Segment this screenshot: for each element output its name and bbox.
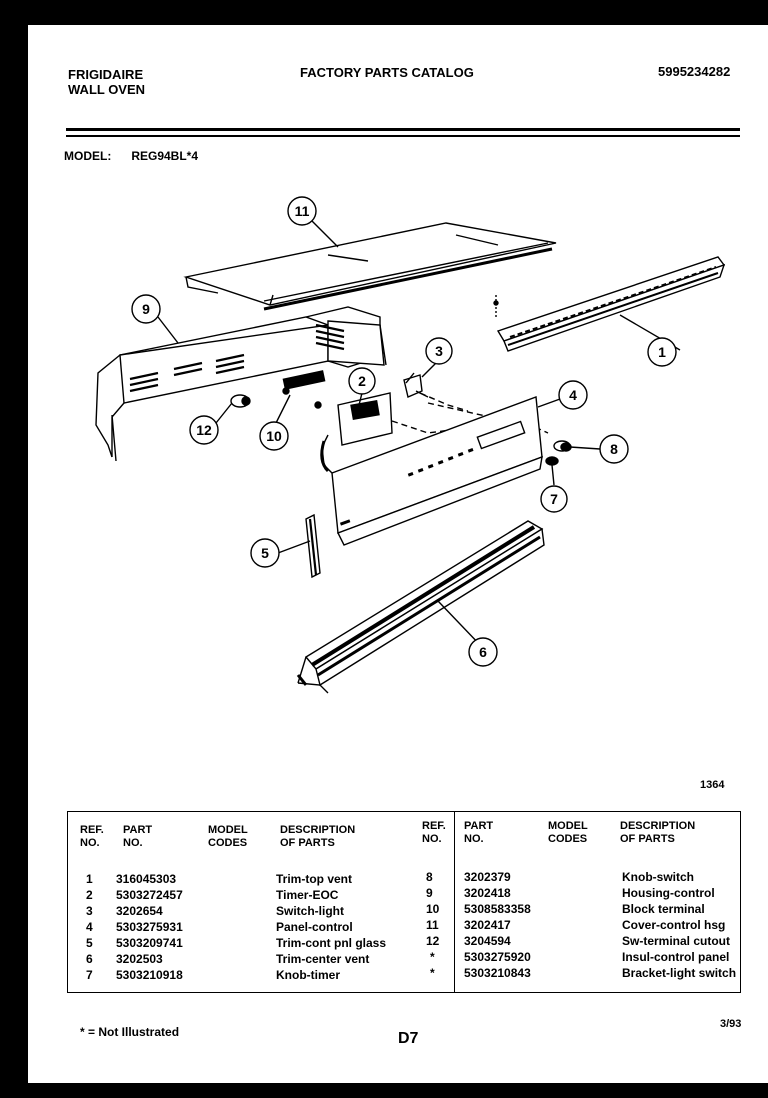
header-ref-no-right: REF. NO. <box>422 820 446 845</box>
part-panel-control <box>331 396 543 546</box>
row-ref-right: 9 <box>426 886 433 900</box>
row-desc-right: Block terminal <box>622 902 705 916</box>
row-ref: 3 <box>86 904 93 918</box>
row-part: 5303210918 <box>116 968 183 982</box>
header-model-codes: MODEL CODES <box>208 824 248 849</box>
row-desc: Knob-timer <box>276 968 340 982</box>
header-description: DESCRIPTION OF PARTS <box>280 824 356 849</box>
catalog-title: FACTORY PARTS CATALOG <box>300 65 474 80</box>
row-ref-right: 11 <box>426 918 439 932</box>
row-part-right: 5303275920 <box>464 950 531 964</box>
row-part: 5303272457 <box>116 888 183 902</box>
part-knob-switch <box>553 440 572 452</box>
row-part-right: 3202379 <box>464 870 511 884</box>
row-part-right: 3202417 <box>464 918 511 932</box>
row-part-right: 3202418 <box>464 886 511 900</box>
row-ref: 2 <box>86 888 93 902</box>
header-ref-no: REF. NO. <box>80 824 104 849</box>
part-trim-cont-pnl-glass <box>305 513 321 579</box>
parts-table: REF. NO. PART NO. MODEL CODES DESCRIPTIO… <box>67 811 741 993</box>
part-timer <box>314 392 393 474</box>
callout-7: 7 <box>550 491 558 507</box>
row-desc: Trim-top vent <box>276 872 353 886</box>
model-label: MODEL: <box>64 149 112 163</box>
row-part-right: 5303210843 <box>464 966 531 980</box>
callouts: 1 2 3 4 5 6 7 8 9 <box>131 196 681 667</box>
model-line: MODEL: REG94BL*4 <box>64 149 198 163</box>
header-rule-thick <box>66 128 740 131</box>
part-knob-timer <box>545 456 559 466</box>
parts-catalog-sheet: FRIGIDAIRE WALL OVEN FACTORY PARTS CATAL… <box>28 25 768 1083</box>
row-part-right: 3204594 <box>464 934 511 948</box>
brand-name: FRIGIDAIRE <box>68 67 144 82</box>
row-desc-right: Housing-control <box>622 886 715 900</box>
exploded-parts-diagram: 1 2 3 4 5 6 7 8 9 <box>95 196 726 694</box>
callout-3: 3 <box>435 343 443 359</box>
row-part: 3202503 <box>116 952 163 966</box>
part-sw-terminal-cutout <box>230 394 251 408</box>
callout-2: 2 <box>358 373 366 389</box>
row-ref: 5 <box>86 936 93 950</box>
part-switch-light <box>403 372 429 398</box>
row-part-right: 5308583358 <box>464 902 531 916</box>
row-part: 3202654 <box>116 904 163 918</box>
callout-1: 1 <box>658 344 666 360</box>
row-desc: Trim-cont pnl glass <box>276 936 387 950</box>
not-illustrated-note: * = Not Illustrated <box>80 1025 180 1039</box>
callout-11: 11 <box>295 203 310 219</box>
header-part-no: PART NO. <box>123 824 153 849</box>
row-desc: Panel-control <box>276 920 353 934</box>
part-trim-top-vent <box>493 256 726 352</box>
figure-number: 1364 <box>700 779 725 791</box>
row-desc: Timer-EOC <box>276 888 339 902</box>
row-desc-right: Sw-terminal cutout <box>622 934 731 948</box>
part-block-terminal <box>282 370 326 395</box>
product-name: WALL OVEN <box>68 82 146 97</box>
header-description-right: DESCRIPTION OF PARTS <box>620 820 696 845</box>
part-cover-control-housing <box>183 222 557 311</box>
row-desc: Switch-light <box>276 904 344 918</box>
row-desc: Trim-center vent <box>276 952 370 966</box>
row-desc-right: Cover-control hsg <box>622 918 726 932</box>
callout-8: 8 <box>610 441 618 457</box>
callout-10: 10 <box>266 428 282 444</box>
callout-5: 5 <box>261 545 269 561</box>
catalog-number: 5995234282 <box>658 64 731 79</box>
part-trim-center-vent <box>296 520 545 694</box>
header-part-no-right: PART NO. <box>464 820 494 845</box>
row-ref-right: * <box>430 966 435 980</box>
row-ref: 1 <box>86 872 93 886</box>
callout-9: 9 <box>142 301 150 317</box>
row-desc-right: Bracket-light switch <box>622 966 737 980</box>
row-ref-right: 10 <box>426 902 440 916</box>
header-rule-thin <box>66 135 740 137</box>
row-part: 316045303 <box>116 872 177 886</box>
row-ref: 7 <box>86 968 93 982</box>
row-ref-right: * <box>430 950 435 964</box>
row-part: 5303275931 <box>116 920 183 934</box>
row-desc-right: Knob-switch <box>622 870 694 884</box>
page-number: D7 <box>398 1030 419 1047</box>
revision-date: 3/93 <box>720 1018 742 1030</box>
callout-4: 4 <box>569 387 577 403</box>
callout-12: 12 <box>196 422 212 438</box>
callout-6: 6 <box>479 644 487 660</box>
table-divider <box>454 812 455 992</box>
row-ref: 4 <box>86 920 93 934</box>
brand-block: FRIGIDAIRE WALL OVEN <box>68 67 145 97</box>
row-desc-right: Insul-control panel <box>622 950 730 964</box>
row-ref: 6 <box>86 952 93 966</box>
model-number: REG94BL*4 <box>131 149 199 163</box>
row-part: 5303209741 <box>116 936 183 950</box>
part-housing-control <box>95 306 387 462</box>
row-ref-right: 12 <box>426 934 440 948</box>
header-model-codes-right: MODEL CODES <box>548 820 588 845</box>
row-ref-right: 8 <box>426 870 433 884</box>
